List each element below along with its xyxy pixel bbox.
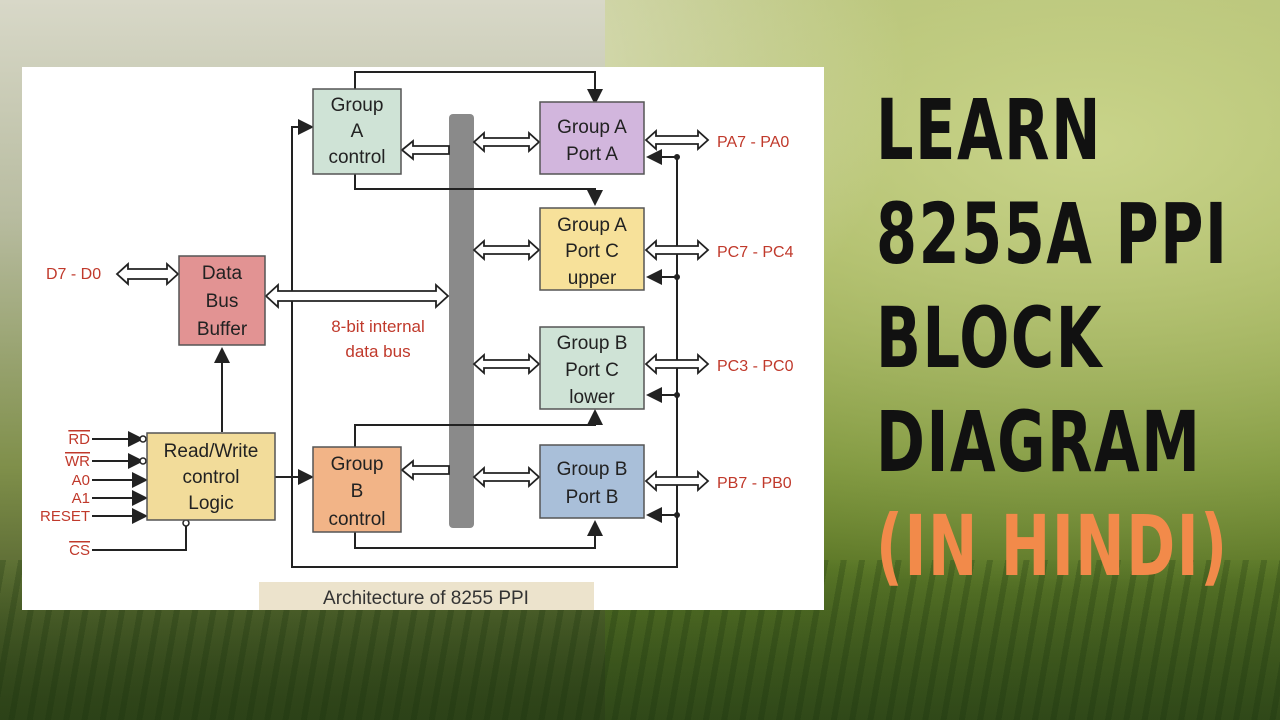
port-a-line1: Group A	[557, 117, 627, 138]
group-b-control-line2: B	[351, 481, 364, 502]
port-c-upper-block	[539, 207, 645, 291]
port-c-lower-line2: Port C	[565, 360, 619, 381]
port-c-lower-line1: Group B	[557, 333, 628, 354]
pin-pa: PA7 - PA0	[717, 134, 789, 151]
group-b-control-line1: Group	[331, 454, 384, 475]
group-b-control-block	[312, 446, 402, 533]
group-a-control-line1: Group	[331, 95, 384, 116]
title-line-2: 8255A PPI	[876, 185, 1229, 283]
data-bus-buffer-line2: Bus	[206, 291, 239, 312]
title-line-1: LEARN	[876, 81, 1102, 179]
input-cs: CS	[69, 542, 90, 559]
block-labels: Group A control Group B control Data Bus…	[164, 95, 628, 530]
pin-pc-lower: PC3 - PC0	[717, 358, 794, 375]
input-reset: RESET	[40, 508, 90, 525]
bus-label-line1: 8-bit internal	[331, 317, 425, 336]
inversion-bubbles	[139, 435, 190, 527]
port-b-line2: Port B	[566, 487, 619, 508]
title-line-4: DIAGRAM	[876, 393, 1202, 491]
port-a-block	[539, 101, 645, 175]
port-b-line1: Group B	[557, 459, 628, 480]
rw-logic-line1: Read/Write	[164, 441, 259, 462]
title-block: LEARN 8255A PPI BLOCK DIAGRAM (IN HINDI)	[876, 78, 1276, 598]
port-b-block	[539, 444, 645, 519]
diagram-caption: Architecture of 8255 PPI	[323, 588, 529, 609]
port-c-upper-line2: Port C	[565, 241, 619, 262]
bus-label-line2: data bus	[345, 342, 410, 361]
block-diagram: Group A control Group B control Data Bus…	[40, 71, 794, 610]
wires	[92, 71, 678, 568]
rw-logic-line3: Logic	[188, 493, 233, 514]
group-a-control-line3: control	[328, 147, 385, 168]
data-bus-buffer-line3: Buffer	[197, 319, 248, 340]
input-wr: WR	[65, 453, 90, 470]
internal-bus	[449, 114, 474, 528]
caption-box	[259, 582, 594, 610]
data-bus-buffer-block	[178, 255, 266, 346]
input-a0: A0	[72, 472, 90, 489]
title-line-3: BLOCK	[876, 289, 1103, 387]
pin-labels: D7 - D0 PA7 - PA0 PC7 - PC4 PC3 - PC0 PB…	[46, 134, 794, 492]
data-bus-buffer-line1: Data	[202, 263, 243, 284]
pin-pc-upper: PC7 - PC4	[717, 244, 794, 261]
rw-logic-line2: control	[182, 467, 239, 488]
input-rd: RD	[68, 431, 90, 448]
rw-logic-block	[146, 432, 276, 521]
group-b-control-line3: control	[328, 509, 385, 530]
pin-data: D7 - D0	[46, 266, 101, 283]
port-a-line2: Port A	[566, 144, 618, 165]
junction-dots	[674, 154, 680, 518]
bus-label: 8-bit internal data bus	[331, 317, 425, 361]
blocks	[146, 88, 645, 533]
title-accent-line: (IN HINDI)	[876, 497, 1229, 595]
port-c-lower-line3: lower	[569, 387, 615, 408]
group-a-control-line2: A	[351, 121, 364, 142]
port-c-upper-line3: upper	[568, 268, 617, 289]
port-c-upper-line1: Group A	[557, 215, 627, 236]
control-input-labels: RD WR A0 A1 RESET CS	[40, 431, 90, 559]
diagram-panel: Group A control Group B control Data Bus…	[22, 67, 824, 610]
input-a1: A1	[72, 490, 90, 507]
group-a-control-block	[312, 88, 402, 175]
port-c-lower-block	[539, 326, 645, 410]
pin-pb: PB7 - PB0	[717, 475, 792, 492]
bus-arrows	[115, 128, 710, 493]
